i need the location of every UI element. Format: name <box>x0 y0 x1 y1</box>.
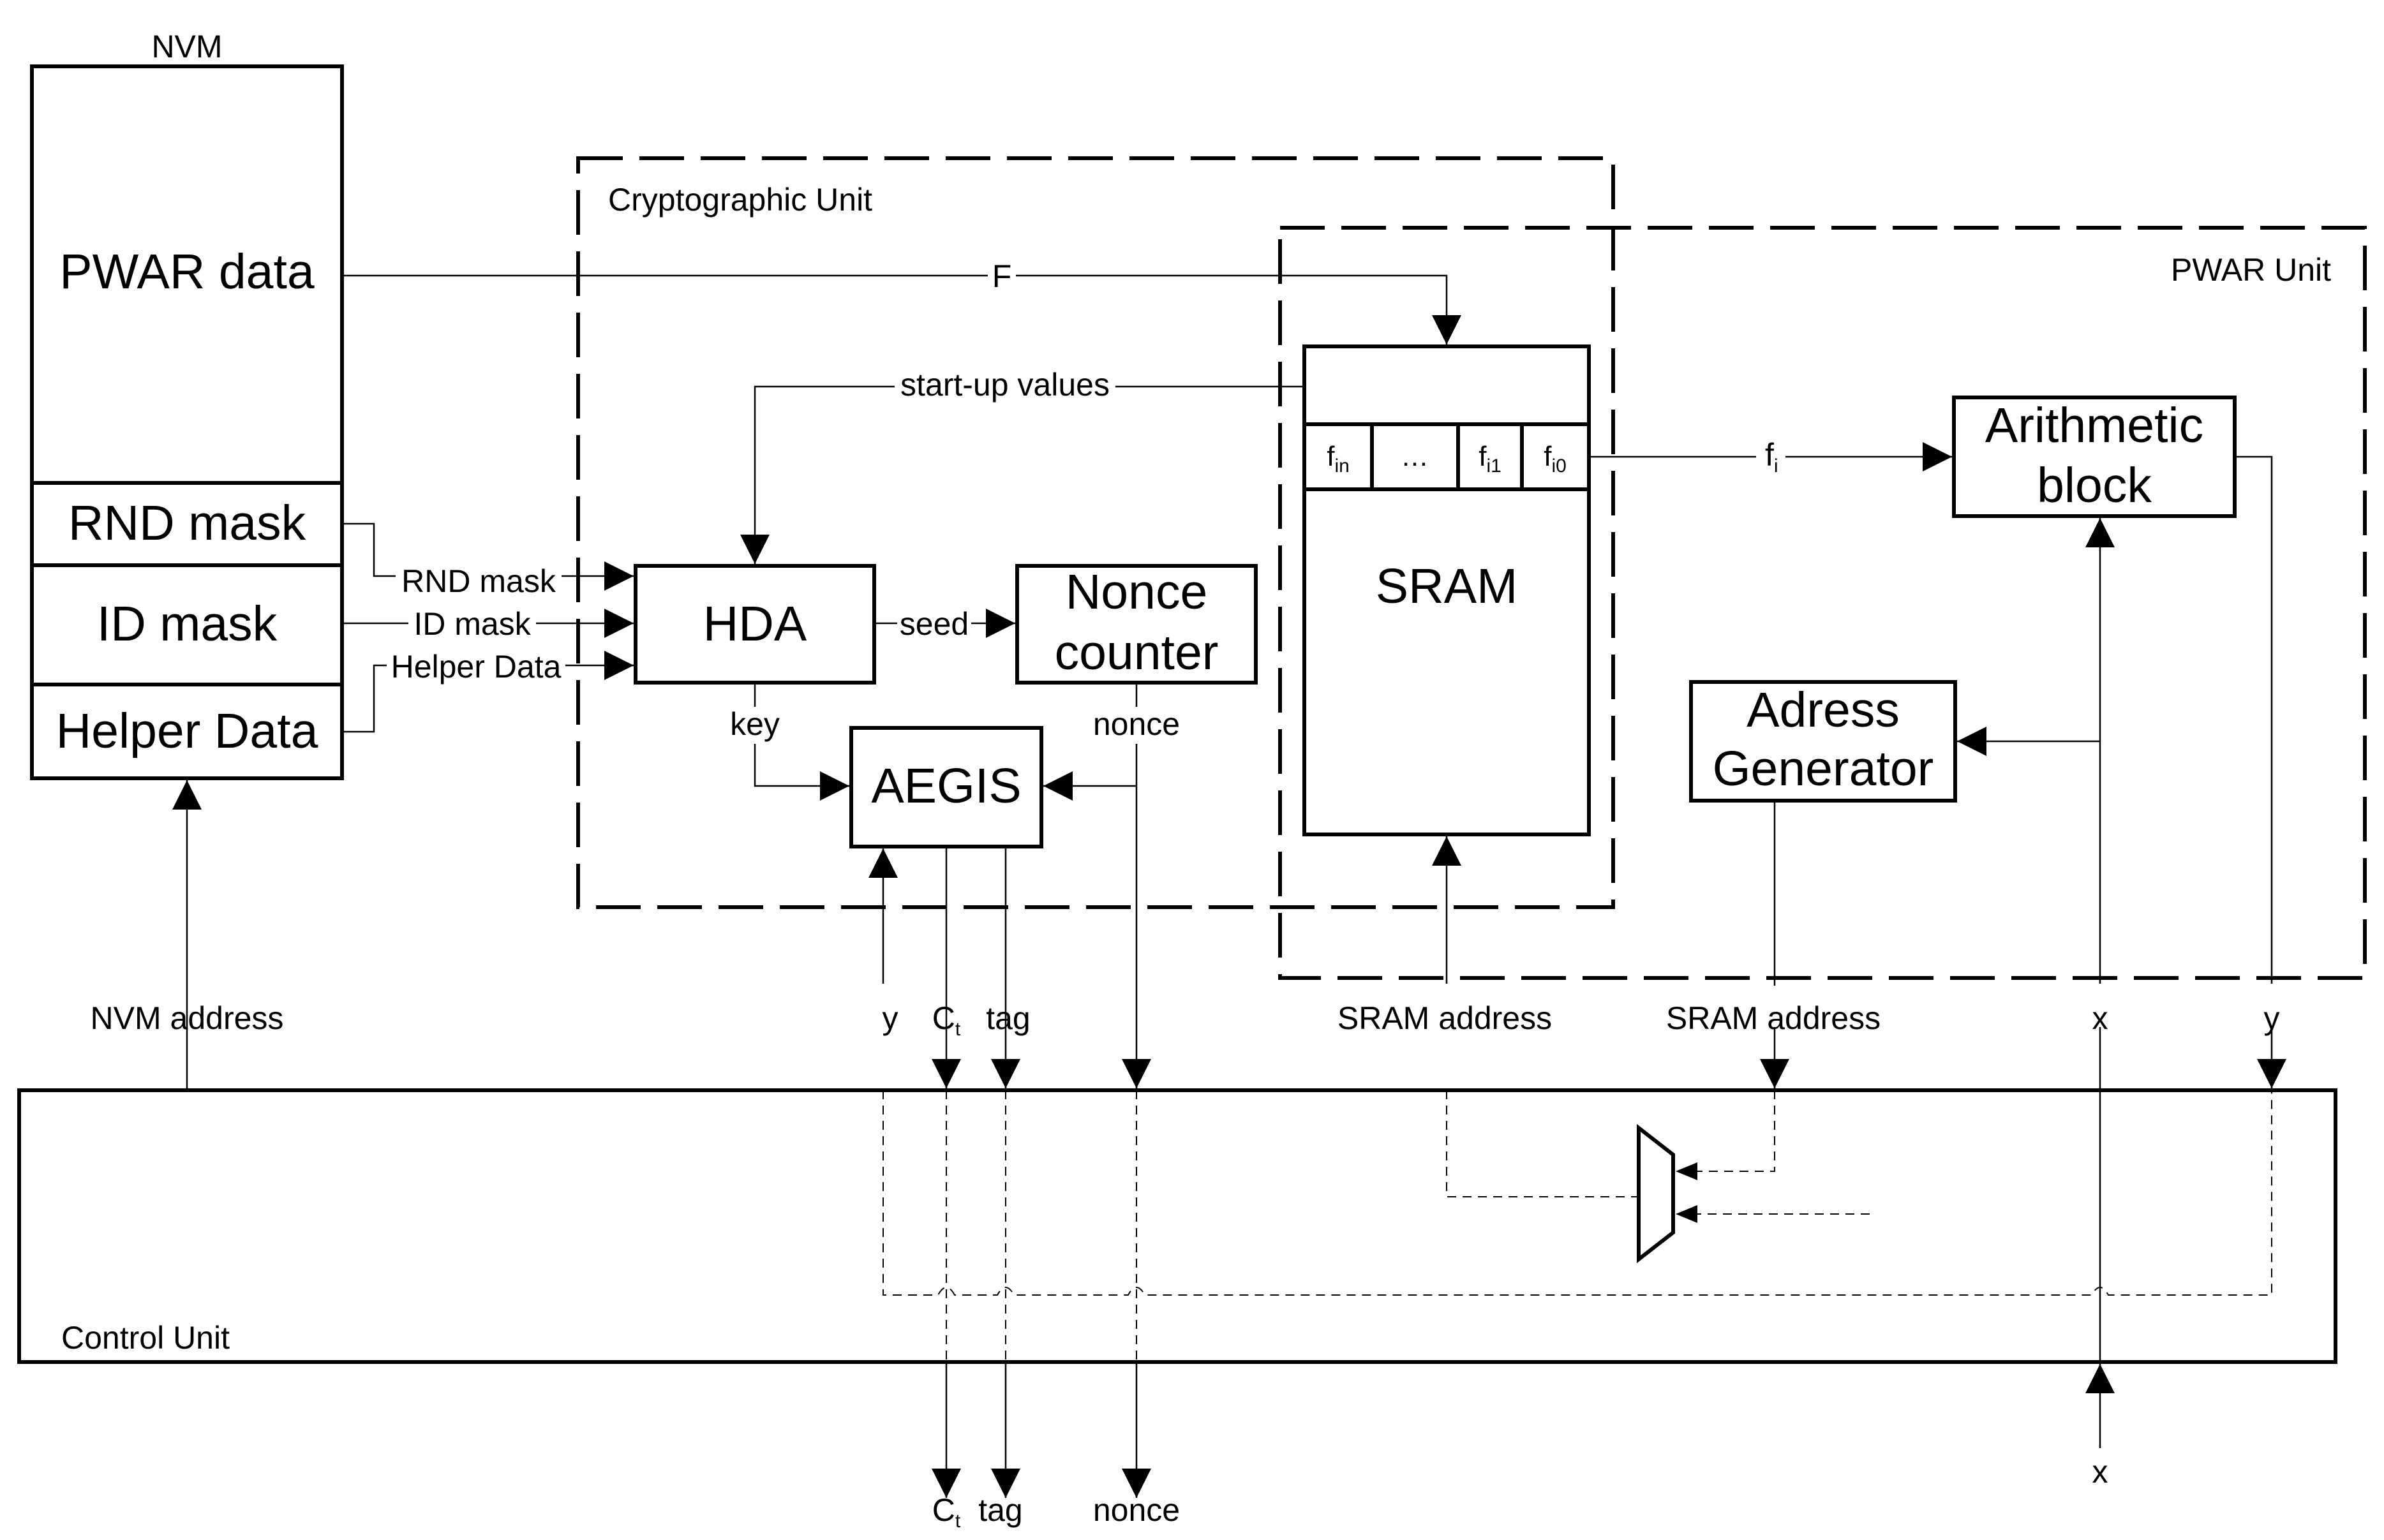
nonce-output-label: nonce <box>1093 1492 1180 1528</box>
control-unit-block <box>17 1088 2337 1364</box>
label-mask <box>727 707 782 744</box>
address-generator-to-mux-dashed <box>1695 1090 1775 1172</box>
aegis-label: AEGIS <box>871 759 1021 813</box>
tag-signal-label: tag <box>986 1000 1031 1036</box>
sram-block <box>1302 344 1591 836</box>
sram-address-label-2: SRAM address <box>1666 1000 1881 1036</box>
mux-to-sram-address-dashed <box>1446 1090 1639 1197</box>
sram-label: SRAM <box>1376 559 1517 614</box>
startup-values-label: start-up values <box>900 367 1110 403</box>
label-mask <box>895 364 1115 403</box>
label-mask <box>1756 439 1785 475</box>
f-signal-line <box>342 274 1461 344</box>
sram-cell-fin: fin <box>1327 441 1350 477</box>
nonce-label: nonce <box>1093 706 1180 742</box>
y-bus-dashed <box>883 1090 2272 1296</box>
nvm-pwar-data: PWAR data <box>59 244 315 299</box>
label-mask <box>988 258 1016 293</box>
aegis-block <box>849 726 1043 848</box>
id-mask-signal-label: ID mask <box>413 606 531 642</box>
tag-output-label: tag <box>978 1492 1023 1528</box>
nvm-address-label: NVM address <box>91 1000 284 1036</box>
hda-block <box>634 564 876 685</box>
nonce-counter-label-1: Nonce <box>1066 565 1208 619</box>
x-input-label: x <box>2092 1454 2108 1490</box>
f-signal-label: F <box>992 258 1012 294</box>
control-unit-title: Control Unit <box>61 1320 230 1356</box>
fi-signal-label: fi <box>1765 437 1778 477</box>
label-mask <box>387 648 565 683</box>
pwar-unit-title: PWAR Unit <box>2171 252 2331 288</box>
ct-signal-label: Ct <box>932 1000 961 1040</box>
nonce-counter-label-2: counter <box>1055 625 1219 680</box>
label-mask <box>1085 707 1188 744</box>
mux-input-arrow <box>1676 1205 1697 1223</box>
ct-output-label: Ct <box>932 1492 961 1532</box>
nvm-rnd-mask: RND mask <box>68 496 306 551</box>
address-generator-block <box>1689 680 1957 803</box>
label-mask <box>897 606 971 640</box>
nvm-block <box>30 64 344 780</box>
cryptographic-unit-region <box>576 156 1615 909</box>
label-mask <box>408 606 536 640</box>
y-signal-label-2: y <box>2264 1000 2280 1036</box>
sram-cell-fi0: fi0 <box>1544 441 1567 477</box>
key-label: key <box>730 706 780 742</box>
seed-label: seed <box>900 606 969 642</box>
y-signal-label: y <box>883 1000 898 1036</box>
arithmetic-block <box>1952 396 2237 518</box>
nvm-title: NVM <box>151 29 222 64</box>
sram-cell-ellipsis: … <box>1401 441 1429 472</box>
sram-cell-fi1: fi1 <box>1479 441 1501 477</box>
hda-label: HDA <box>703 596 807 651</box>
rnd-mask-signal-label: RND mask <box>401 563 556 599</box>
multiplexer-shape <box>1637 1123 1675 1264</box>
cryptographic-unit-title: Cryptographic Unit <box>608 182 872 218</box>
address-generator-label-2: Generator <box>1713 741 1934 796</box>
arithmetic-block-label-1: Arithmetic <box>1985 398 2203 453</box>
y-out-arithmetic-line <box>2235 455 2273 984</box>
mux-input-arrow <box>1676 1162 1697 1180</box>
label-mask <box>396 561 562 596</box>
sram-address-label: SRAM address <box>1337 1000 1552 1036</box>
nvm-id-mask: ID mask <box>97 596 278 651</box>
nvm-helper-data: Helper Data <box>56 704 318 759</box>
helper-data-signal-label: Helper Data <box>391 649 562 685</box>
x-signal-label: x <box>2092 1000 2108 1036</box>
arithmetic-block-label-2: block <box>2037 458 2152 513</box>
address-generator-label-1: Adress <box>1747 683 1900 737</box>
startup-values-line <box>740 385 1304 564</box>
